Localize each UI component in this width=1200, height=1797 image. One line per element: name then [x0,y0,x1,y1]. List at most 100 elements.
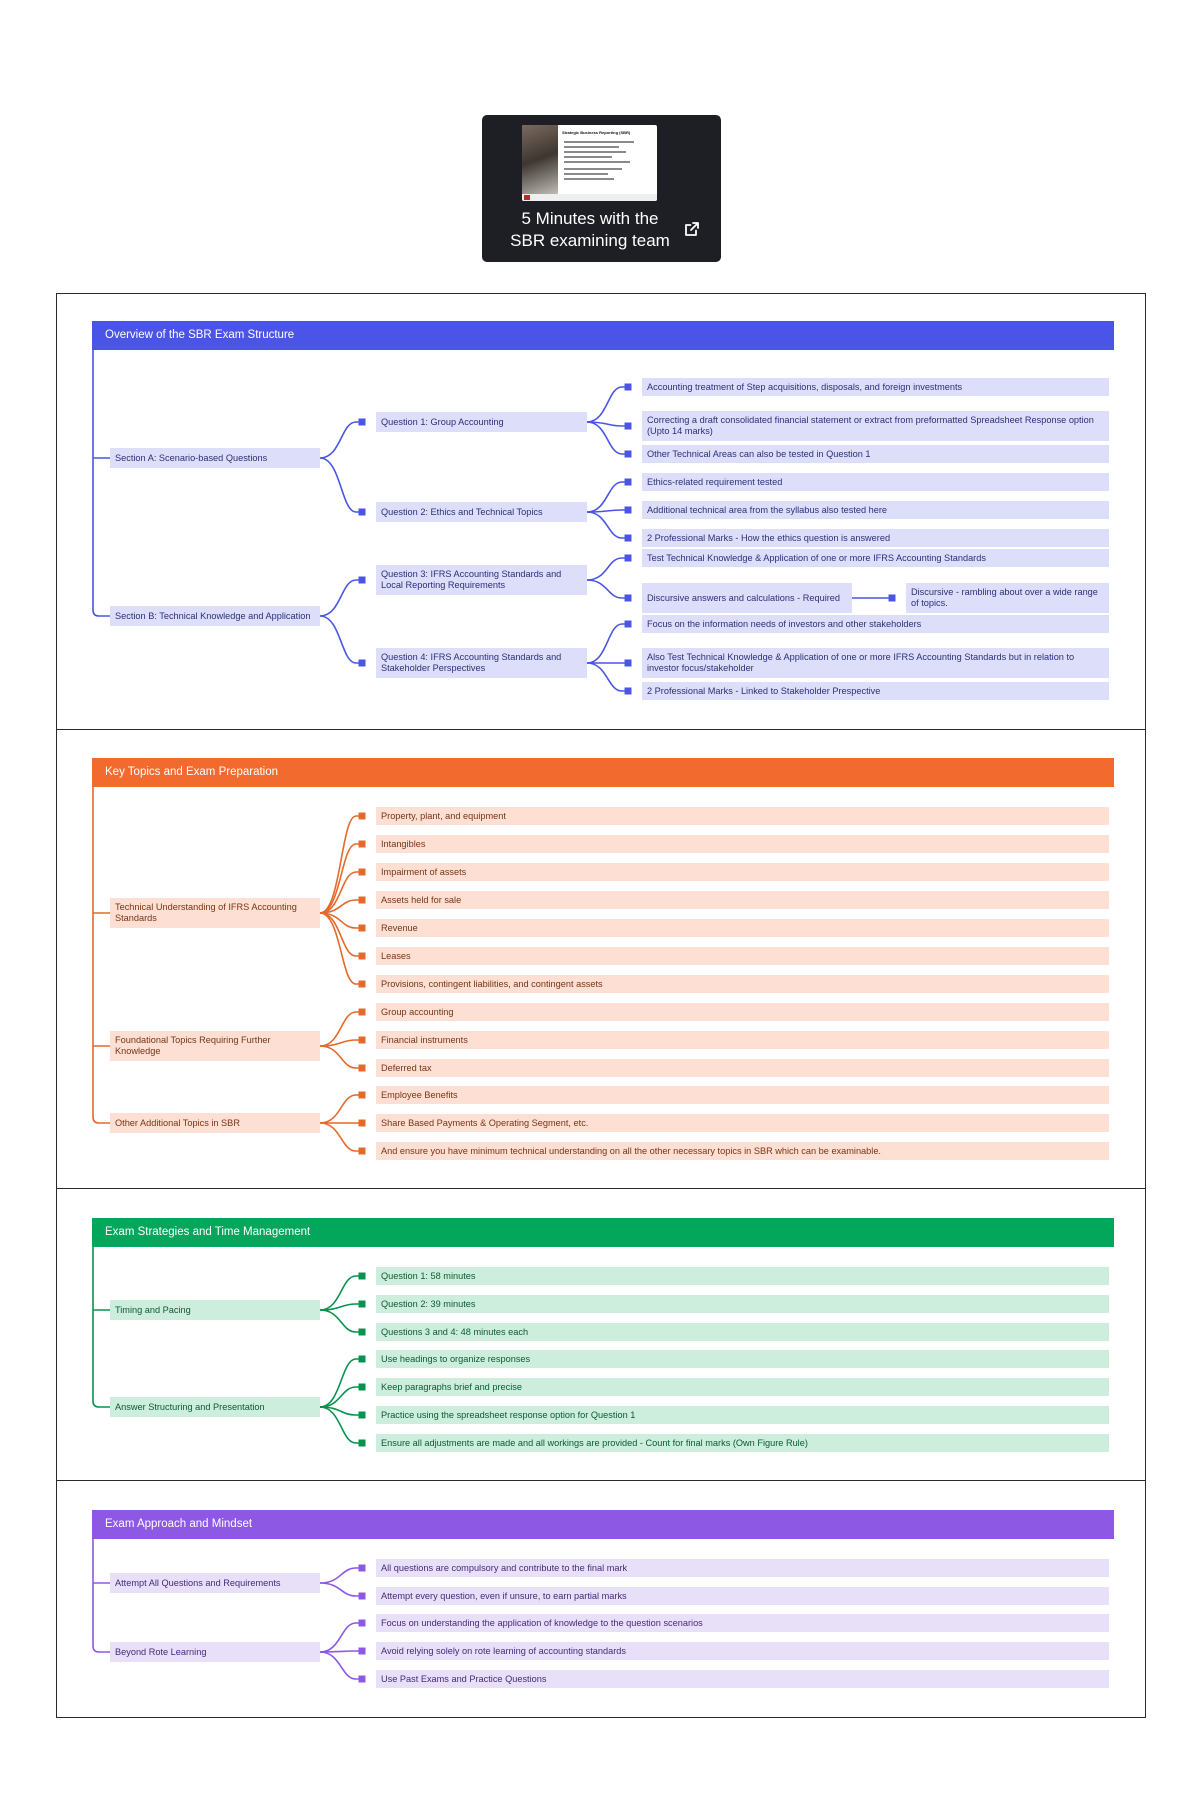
leaf-node-label: Deferred tax [381,1062,432,1073]
leaf-node-label: Keep paragraphs brief and precise [381,1381,522,1392]
section-title-banner[interactable]: Key Topics and Exam Preparation [92,758,1114,787]
leaf-node-label: Use Past Exams and Practice Questions [381,1673,547,1684]
question-node-label: Question 2: Ethics and Technical Topics [381,506,543,517]
leaf-node[interactable]: Other Technical Areas can also be tested… [642,445,1109,463]
leaf-node-label: Accounting treatment of Step acquisition… [647,381,963,392]
thumbnail-text-line [564,173,608,175]
leaf-node[interactable]: Question 2: 39 minutes [376,1295,1109,1313]
question-node-label: Question 3: IFRS Accounting Standards an… [381,569,562,590]
section-title-banner[interactable]: Exam Approach and Mindset [92,1510,1114,1539]
leaf-node[interactable]: Question 1: 58 minutes [376,1267,1109,1285]
leaf-node[interactable]: Discursive answers and calculations - Re… [642,583,852,613]
leaf-node[interactable]: Employee Benefits [376,1086,1109,1104]
branch-node[interactable]: Beyond Rote Learning [110,1642,320,1662]
leaf-node[interactable]: Attempt every question, even if unsure, … [376,1587,1109,1605]
leaf-node-label: Focus on the information needs of invest… [647,618,922,629]
leaf-node-label: Revenue [381,922,418,933]
leaf-node[interactable]: Intangibles [376,835,1109,853]
leaf-node-label: Leases [381,950,411,961]
thumbnail-text-line [564,168,622,170]
leaf-node[interactable]: Use headings to organize responses [376,1350,1109,1368]
video-title[interactable]: 5 Minutes with the SBR examining team [500,208,680,252]
leaf-node[interactable]: Ethics-related requirement tested [642,473,1109,491]
leaf-node[interactable]: Additional technical area from the sylla… [642,501,1109,519]
branch-node-label: Beyond Rote Learning [115,1646,207,1657]
leaf-node-label: Employee Benefits [381,1089,458,1100]
leaf-node-label: Ethics-related requirement tested [647,476,783,487]
branch-node[interactable]: Timing and Pacing [110,1300,320,1320]
leaf-node-label: Property, plant, and equipment [381,810,506,821]
branch-node-label: Section B: Technical Knowledge and Appli… [115,610,311,621]
thumbnail-text-line [564,156,612,158]
leaf-node[interactable]: And ensure you have minimum technical un… [376,1142,1109,1160]
leaf-node[interactable]: 2 Professional Marks - How the ethics qu… [642,529,1109,547]
leaf-node[interactable]: Questions 3 and 4: 48 minutes each [376,1323,1109,1341]
video-title-line-2: SBR examining team [510,231,670,250]
leaf-node[interactable]: Discursive - rambling about over a wide … [906,583,1109,613]
leaf-node[interactable]: Impairment of assets [376,863,1109,881]
leaf-node[interactable]: Practice using the spreadsheet response … [376,1406,1109,1424]
branch-node-label: Section A: Scenario-based Questions [115,452,268,463]
question-node[interactable]: Question 2: Ethics and Technical Topics [376,502,587,522]
branch-node-label: Answer Structuring and Presentation [115,1401,265,1412]
branch-node[interactable]: Section B: Technical Knowledge and Appli… [110,606,320,626]
leaf-node-label: And ensure you have minimum technical un… [381,1145,881,1156]
leaf-node-label: Financial instruments [381,1034,468,1045]
leaf-node[interactable]: Assets held for sale [376,891,1109,909]
leaf-node-label: Other Technical Areas can also be tested… [647,448,871,459]
leaf-node[interactable]: Group accounting [376,1003,1109,1021]
leaf-node-label: Intangibles [381,838,426,849]
leaf-node[interactable]: 2 Professional Marks - Linked to Stakeho… [642,682,1109,700]
thumbnail-text-line [564,151,626,153]
leaf-node[interactable]: Also Test Technical Knowledge & Applicat… [642,648,1109,678]
video-card[interactable]: Strategic Business Reporting (SBR) 5 Min… [482,115,721,262]
leaf-node[interactable]: Keep paragraphs brief and precise [376,1378,1109,1396]
leaf-node-label: Impairment of assets [381,866,467,877]
leaf-node[interactable]: Test Technical Knowledge & Application o… [642,549,1109,567]
branch-node-label: Technical Understanding of IFRS Accounti… [115,902,297,923]
branch-node[interactable]: Attempt All Questions and Requirements [110,1573,320,1593]
branch-node[interactable]: Other Additional Topics in SBR [110,1113,320,1133]
leaf-node[interactable]: Focus on the information needs of invest… [642,615,1109,633]
leaf-node[interactable]: Share Based Payments & Operating Segment… [376,1114,1109,1132]
question-node[interactable]: Question 3: IFRS Accounting Standards an… [376,565,587,595]
leaf-node-label: Question 2: 39 minutes [381,1298,476,1309]
leaf-node[interactable]: Focus on understanding the application o… [376,1614,1109,1632]
branch-node-label: Attempt All Questions and Requirements [115,1577,281,1588]
external-link-icon[interactable] [684,221,700,237]
leaf-node[interactable]: Ensure all adjustments are made and all … [376,1434,1109,1452]
leaf-node[interactable]: Revenue [376,919,1109,937]
leaf-node-label: All questions are compulsory and contrib… [381,1562,628,1573]
leaf-node[interactable]: Use Past Exams and Practice Questions [376,1670,1109,1688]
question-node-label: Question 1: Group Accounting [381,416,504,427]
leaf-node-label: Provisions, contingent liabilities, and … [381,978,603,989]
section-title-banner[interactable]: Exam Strategies and Time Management [92,1218,1114,1247]
leaf-node[interactable]: Financial instruments [376,1031,1109,1049]
branch-node[interactable]: Technical Understanding of IFRS Accounti… [110,898,320,928]
question-node[interactable]: Question 1: Group Accounting [376,412,587,432]
branch-node[interactable]: Foundational Topics Requiring Further Kn… [110,1031,320,1061]
leaf-node-label: Correcting a draft consolidated financia… [647,415,1094,436]
leaf-node[interactable]: Correcting a draft consolidated financia… [642,411,1109,441]
leaf-node-label: Discursive - rambling about over a wide … [911,587,1098,608]
branch-node[interactable]: Answer Structuring and Presentation [110,1397,320,1417]
leaf-node-label: Share Based Payments & Operating Segment… [381,1117,589,1128]
leaf-node[interactable]: Accounting treatment of Step acquisition… [642,378,1109,396]
leaf-node[interactable]: Leases [376,947,1109,965]
leaf-node-label: Group accounting [381,1006,454,1017]
leaf-node-label: Also Test Technical Knowledge & Applicat… [647,652,1075,673]
video-thumbnail[interactable]: Strategic Business Reporting (SBR) [522,125,657,201]
branch-node[interactable]: Section A: Scenario-based Questions [110,448,320,468]
leaf-node[interactable]: All questions are compulsory and contrib… [376,1559,1109,1577]
question-node[interactable]: Question 4: IFRS Accounting Standards an… [376,648,587,678]
leaf-node[interactable]: Deferred tax [376,1059,1109,1077]
leaf-node-label: Test Technical Knowledge & Application o… [647,552,986,563]
leaf-node-label: 2 Professional Marks - How the ethics qu… [647,532,891,543]
leaf-node[interactable]: Provisions, contingent liabilities, and … [376,975,1109,993]
leaf-node[interactable]: Property, plant, and equipment [376,807,1109,825]
section-title-banner[interactable]: Overview of the SBR Exam Structure [92,321,1114,350]
leaf-node[interactable]: Avoid relying solely on rote learning of… [376,1642,1109,1660]
leaf-node-label: Focus on understanding the application o… [381,1617,703,1628]
brand-logo-icon [524,195,530,200]
leaf-node-label: 2 Professional Marks - Linked to Stakeho… [647,685,881,696]
